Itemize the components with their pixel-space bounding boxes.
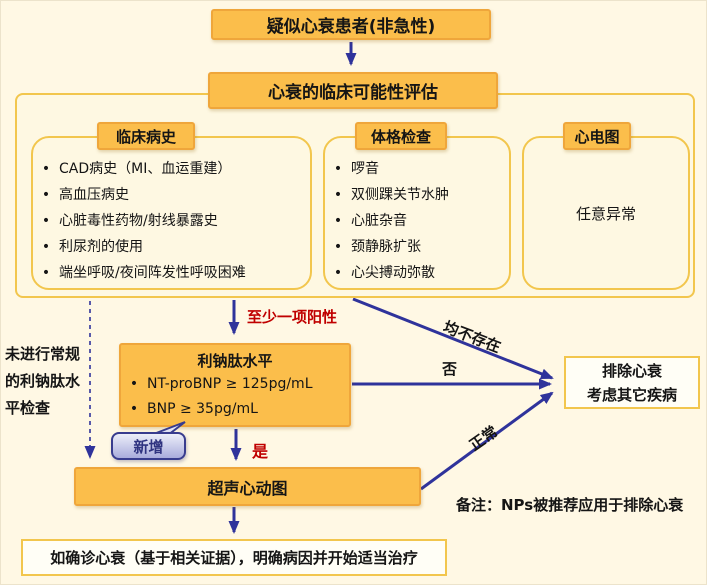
list-item-label: 利尿剂的使用 (59, 239, 143, 255)
list-item: • NT-proBNP ≥ 125pg/mL (121, 372, 349, 397)
list-item: • 端坐呼吸/夜间阵发性呼吸困难 (33, 260, 310, 286)
list-item: • 心脏杂音 (325, 208, 509, 234)
bullet-icon: • (333, 187, 343, 203)
clinical-probability-assessment-box: 心衰的临床可能性评估 (208, 72, 498, 109)
list-item-label: 颈静脉扩张 (351, 239, 421, 255)
list-item: • 心脏毒性药物/射线暴露史 (33, 208, 310, 234)
list-item: • 高血压病史 (33, 182, 310, 208)
list-item-label: 高血压病史 (59, 187, 129, 203)
bullet-icon: • (333, 265, 343, 281)
none-present-label: 均不存在 (440, 317, 504, 357)
np-box-title: 利钠肽水平 (197, 352, 273, 370)
bullet-icon: • (129, 376, 139, 392)
at-least-one-positive-label: 至少一项阳性 (247, 308, 338, 326)
no-routine-np-test-note: 未进行常规的利钠肽水平检查 (5, 345, 81, 417)
bullet-icon: • (333, 239, 343, 255)
list-item-label: CAD病史（MI、血运重建） (59, 161, 232, 177)
list-item-label: 啰音 (351, 161, 379, 177)
list-item-label: BNP ≥ 35pg/mL (147, 401, 258, 417)
natriuretic-peptide-box: 利钠肽水平 • NT-proBNP ≥ 125pg/mL • BNP ≥ 35pg/… (119, 343, 351, 427)
clinical-history-header: 临床病史 (97, 122, 195, 150)
physical-exam-header: 体格检查 (355, 122, 447, 150)
exclude-hf-box: 排除心衰 考虑其它疾病 (564, 356, 700, 409)
physical-exam-panel: • 啰音 • 双侧踝关节水肿 • 心脏杂音 • 颈静脉扩张 • 心尖搏动弥散 (323, 136, 511, 290)
ecg-header: 心电图 (563, 122, 631, 150)
physical-exam-list: • 啰音 • 双侧踝关节水肿 • 心脏杂音 • 颈静脉扩张 • 心尖搏动弥散 (325, 156, 509, 286)
bullet-icon: • (41, 213, 51, 229)
ecg-any-abnormality-label: 任意异常 (575, 204, 636, 223)
list-item-label: NT-proBNP ≥ 125pg/mL (147, 376, 313, 392)
list-item: • BNP ≥ 35pg/mL (121, 397, 349, 422)
no-label: 否 (442, 360, 458, 378)
list-item-label: 端坐呼吸/夜间阵发性呼吸困难 (59, 265, 246, 281)
bullet-icon: • (41, 265, 51, 281)
echocardiogram-box: 超声心动图 (74, 467, 421, 506)
bullet-icon: • (333, 213, 343, 229)
bullet-icon: • (41, 161, 51, 177)
list-item-label: 心尖搏动弥散 (351, 265, 435, 281)
list-item-label: 心脏杂音 (351, 213, 407, 229)
list-item: • CAD病史（MI、血运重建） (33, 156, 310, 182)
list-item: • 心尖搏动弥散 (325, 260, 509, 286)
nps-remark: 备注：NPs被推荐应用于排除心衰 (456, 496, 684, 514)
bullet-icon: • (129, 401, 139, 417)
list-item: • 颈静脉扩张 (325, 234, 509, 260)
exclude-hf-line2: 考虑其它疾病 (586, 385, 677, 404)
bullet-icon: • (333, 161, 343, 177)
normal-label: 正常 (466, 422, 502, 455)
ecg-panel: 任意异常 (522, 136, 690, 290)
new-badge: 新增 (111, 432, 186, 460)
confirm-diagnosis-box: 如确诊心衰（基于相关证据），明确病因并开始适当治疗 (21, 539, 447, 576)
yes-label: 是 (252, 442, 269, 461)
bullet-icon: • (41, 239, 51, 255)
list-item: • 双侧踝关节水肿 (325, 182, 509, 208)
list-item-label: 心脏毒性药物/射线暴露史 (59, 213, 218, 229)
bullet-icon: • (41, 187, 51, 203)
clinical-history-list: • CAD病史（MI、血运重建） • 高血压病史 • 心脏毒性药物/射线暴露史 • 利尿… (33, 156, 310, 286)
suspected-hf-patient-box: 疑似心衰患者(非急性) (211, 9, 491, 40)
clinical-history-panel: • CAD病史（MI、血运重建） • 高血压病史 • 心脏毒性药物/射线暴露史 • 利尿… (31, 136, 312, 290)
np-criteria-list: • NT-proBNP ≥ 125pg/mL • BNP ≥ 35pg/mL (121, 372, 349, 422)
list-item: • 啰音 (325, 156, 509, 182)
list-item-label: 双侧踝关节水肿 (351, 187, 449, 203)
list-item: • 利尿剂的使用 (33, 234, 310, 260)
exclude-hf-line1: 排除心衰 (601, 361, 662, 380)
